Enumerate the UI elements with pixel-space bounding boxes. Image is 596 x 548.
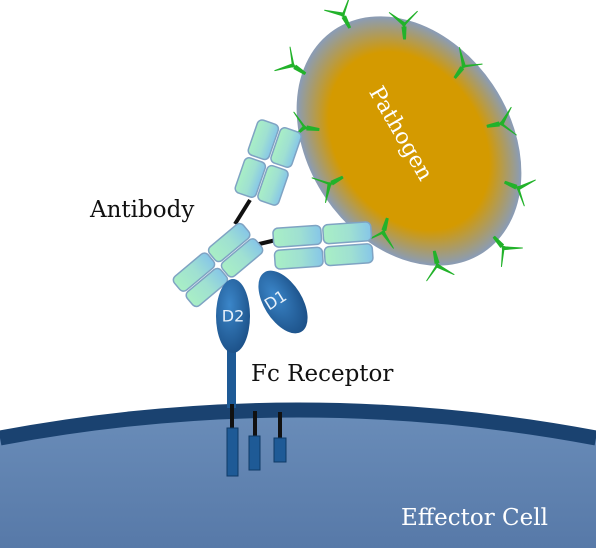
antibody-fab-arm-right <box>272 221 374 270</box>
fc-receptor-label: Fc Receptor <box>251 361 394 387</box>
fab-segment <box>273 246 324 270</box>
antigen-spike <box>365 217 394 249</box>
fab-segment <box>234 157 267 198</box>
antigen-spike <box>504 179 536 207</box>
fc-segment <box>220 238 264 278</box>
pathogen: Pathogen <box>296 16 522 266</box>
receptor-stalk <box>227 346 236 408</box>
domain-d2-label: D2 <box>222 307 245 326</box>
fc-segment <box>172 252 216 292</box>
antigen-spike <box>492 235 523 268</box>
antigen-spike <box>453 47 483 79</box>
effector-cell-label: Effector Cell <box>401 505 548 531</box>
antibody <box>172 119 374 308</box>
effector-cell <box>0 402 596 548</box>
receptor-accessory-chains <box>248 411 287 471</box>
accessory-chain <box>248 435 261 471</box>
antibody-hinge-left <box>233 198 252 226</box>
fc-segment <box>185 267 229 308</box>
antigen-spike <box>388 10 418 40</box>
fab-segment <box>272 224 323 248</box>
fab-segment <box>322 221 373 245</box>
antigen-spike <box>274 46 307 75</box>
cell-membrane <box>0 402 596 446</box>
receptor-transmembrane <box>226 427 239 477</box>
antigen-spike <box>324 0 351 29</box>
fab-segment <box>323 243 374 267</box>
antibody-fab-arm-upper <box>234 119 302 206</box>
antibody-fc-region <box>172 222 264 308</box>
cell-body <box>0 410 596 548</box>
antigen-spike <box>311 175 344 203</box>
antigen-spikes <box>274 0 536 282</box>
receptor-domain-d1 <box>258 270 308 334</box>
fab-segment <box>270 127 302 168</box>
fc-segment <box>207 222 251 263</box>
receptor-domain-d2 <box>216 279 250 353</box>
antigen-spike <box>426 250 455 282</box>
antigen-spike <box>486 106 517 136</box>
fc-receptor: D1 D2 <box>216 270 308 477</box>
accessory-chain <box>273 437 287 463</box>
antibody-label: Antibody <box>90 197 195 223</box>
fab-segment <box>257 164 289 206</box>
fab-segment <box>247 119 280 161</box>
